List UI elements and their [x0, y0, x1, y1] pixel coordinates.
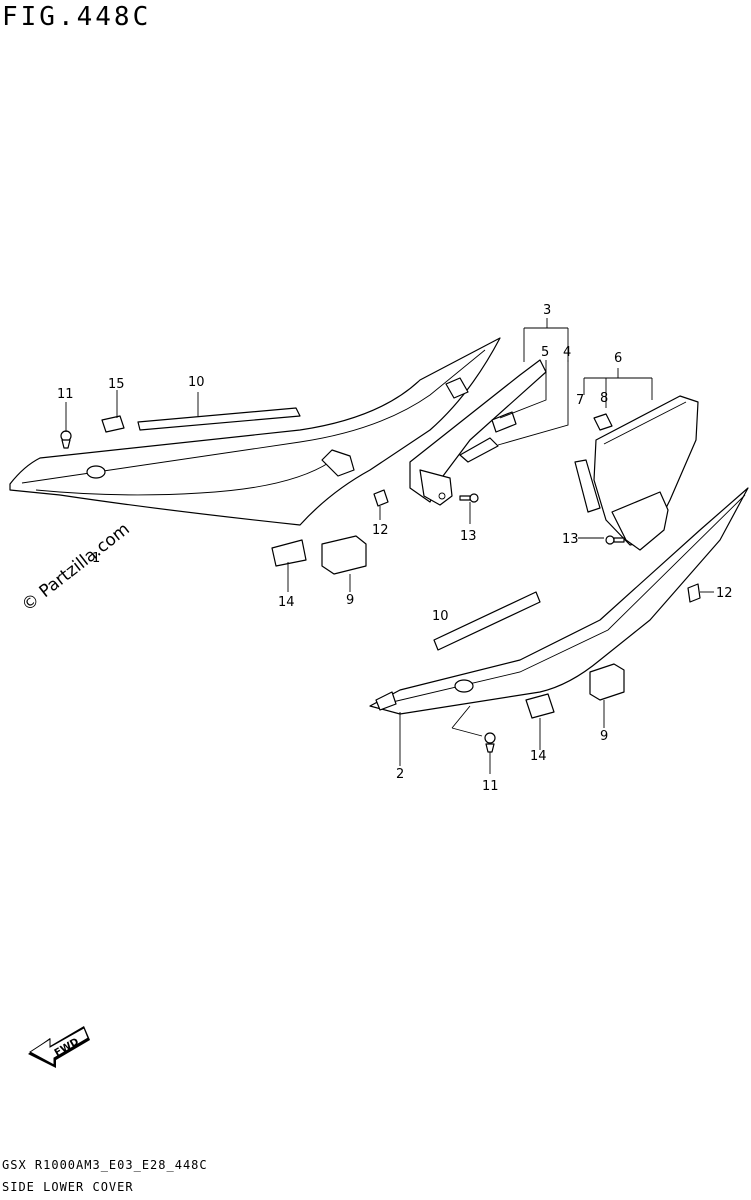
- strip-7: [574, 459, 601, 513]
- strip-10-upper: [137, 407, 301, 431]
- callout-12-upper: 12: [372, 523, 389, 538]
- callout-11-lower: 11: [482, 779, 499, 794]
- left-side-lower-cover: [9, 337, 501, 526]
- callout-10-upper: 10: [188, 375, 205, 390]
- clip-12-upper: [373, 489, 389, 507]
- callout-1: 1: [92, 551, 100, 566]
- pad-14-upper: [271, 539, 307, 567]
- callout-11-upper: 11: [57, 387, 74, 402]
- callout-9-lower: 9: [600, 729, 608, 744]
- callout-9-upper: 9: [346, 593, 354, 608]
- block-9-lower: [589, 663, 625, 701]
- figure-title: FIG.448C: [2, 2, 152, 32]
- pad-8: [593, 413, 613, 431]
- diagram-name: SIDE LOWER COVER: [2, 1180, 134, 1194]
- clip-12-lower: [687, 583, 701, 603]
- strip-10-lower: [433, 591, 541, 651]
- callout-5: 5: [541, 345, 549, 360]
- screw-11-lower: [484, 732, 496, 753]
- callout-14-lower: 14: [530, 749, 547, 764]
- callout-7: 7: [576, 393, 584, 408]
- bolt-13-upper: [459, 493, 479, 503]
- fwd-arrow-icon: FWD: [28, 1026, 90, 1068]
- pad-14-lower: [525, 693, 555, 719]
- block-9-upper: [321, 535, 367, 575]
- callout-2: 2: [396, 767, 404, 782]
- diagram-code: GSX R1000AM3_E03_E28_448C: [2, 1158, 208, 1172]
- callout-8: 8: [600, 391, 608, 406]
- callout-10-lower: 10: [432, 609, 449, 624]
- leader-lines: [65, 318, 714, 774]
- callout-14-upper: 14: [278, 595, 295, 610]
- callout-6: 6: [614, 351, 622, 366]
- callout-13-lower: 13: [562, 532, 579, 547]
- screw-11-upper: [60, 430, 72, 449]
- bolt-13-lower: [605, 535, 625, 545]
- callout-15: 15: [108, 377, 125, 392]
- callout-labels: 1 2 3 4 5 6 7 8 9 9 10 10 11 11 12 12 13…: [57, 303, 733, 794]
- right-side-lower-cover: [369, 487, 749, 715]
- callout-4: 4: [563, 345, 571, 360]
- callout-3: 3: [543, 303, 551, 318]
- bracket-assembly-3: [409, 359, 547, 506]
- callout-13-upper: 13: [460, 529, 477, 544]
- pad-15: [101, 415, 125, 433]
- cover-panel-6: [593, 395, 699, 551]
- callout-12-lower: 12: [716, 586, 733, 601]
